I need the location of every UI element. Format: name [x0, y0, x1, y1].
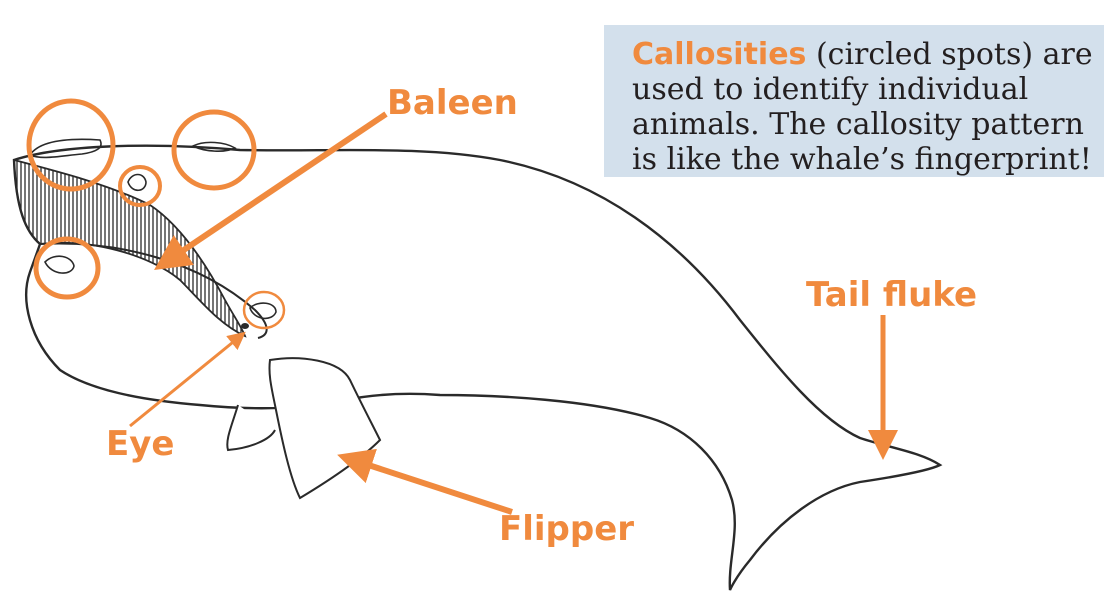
callout-line: is like the whale’s fingerprint!: [632, 142, 1104, 177]
whale-eye: [241, 323, 249, 329]
label-eye: Eye: [106, 427, 174, 461]
arrow-flipper: [344, 457, 512, 512]
callout-text: (circled spots) are: [806, 37, 1092, 72]
callout-line: used to identify individual: [632, 72, 1104, 107]
label-flipper: Flipper: [499, 512, 634, 546]
flipper-back: [227, 405, 275, 450]
label-tail-fluke: Tail fluke: [806, 278, 977, 312]
callout-line: Callosities (circled spots) are: [632, 37, 1104, 72]
callout-line: animals. The callosity pattern: [632, 107, 1104, 142]
label-baleen: Baleen: [387, 86, 518, 120]
callout-text-box: Callosities (circled spots) are used to …: [618, 25, 1104, 177]
callout-highlight: Callosities: [632, 37, 806, 72]
